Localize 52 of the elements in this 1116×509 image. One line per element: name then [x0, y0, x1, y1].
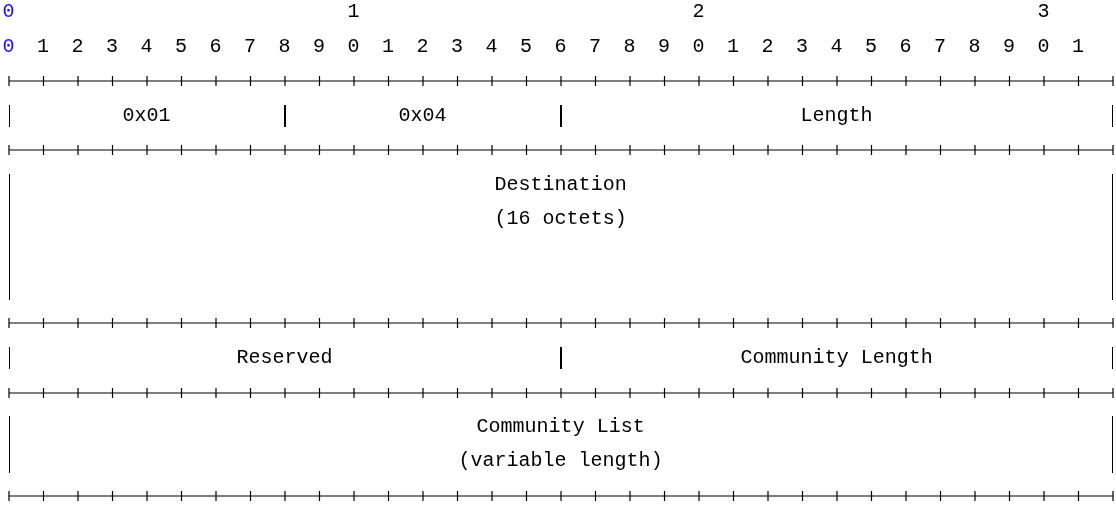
- bit-number: 8: [967, 34, 982, 59]
- bit-number: 2: [691, 0, 706, 24]
- bit-number: 8: [277, 34, 292, 59]
- packet-field: [8, 415, 1113, 474]
- field-label: Length: [800, 102, 873, 129]
- bit-number: 7: [933, 34, 947, 59]
- bit-number: 1: [381, 34, 395, 59]
- bit-number: 5: [519, 34, 533, 59]
- packet-field: [284, 104, 561, 128]
- bit-number: 0: [691, 34, 706, 59]
- field-label: Destination: [494, 171, 627, 198]
- bit-number: 2: [415, 34, 430, 59]
- bit-number: 3: [105, 34, 119, 59]
- bit-number: 4: [139, 34, 154, 59]
- bit-number: 6: [208, 34, 223, 59]
- bit-number: 1: [726, 34, 740, 59]
- field-label: (16 octets): [494, 206, 627, 233]
- bit-number: 3: [795, 34, 809, 59]
- bit-number: 9: [1002, 34, 1016, 59]
- bit-number: 1: [346, 0, 361, 24]
- field-label: Community List: [476, 413, 645, 440]
- bit-number: 7: [243, 34, 257, 59]
- bit-number: 1: [36, 34, 50, 59]
- bit-number: 6: [898, 34, 913, 59]
- packet-field: [8, 346, 561, 370]
- bit-number: 0: [1036, 34, 1051, 59]
- bit-number: 2: [70, 34, 85, 59]
- bit-number: 4: [829, 34, 844, 59]
- bit-number: 3: [1036, 0, 1051, 24]
- bit-number: 5: [864, 34, 878, 59]
- packet-field: [8, 173, 1113, 301]
- bit-number: 5: [174, 34, 188, 59]
- bit-number: 4: [484, 34, 499, 59]
- bit-number: 7: [588, 34, 602, 59]
- bit-number: 2: [760, 34, 775, 59]
- bit-number: 3: [450, 34, 464, 59]
- bit-number: 0: [346, 34, 361, 59]
- bit-number: 8: [622, 34, 637, 59]
- bit-number: 9: [657, 34, 671, 59]
- field-label: (variable length): [458, 448, 663, 475]
- field-label: Reserved: [236, 344, 333, 371]
- bit-number: 0: [1, 34, 16, 59]
- field-label: 0x04: [398, 102, 447, 129]
- field-label: Community Length: [740, 344, 933, 371]
- packet-field: [560, 346, 1113, 370]
- field-label: 0x01: [122, 102, 171, 129]
- packet-field: [8, 104, 285, 128]
- bit-number: 1: [1071, 34, 1085, 59]
- packet-field: [560, 104, 1113, 128]
- bit-number: 0: [1, 0, 16, 24]
- bit-number: 6: [553, 34, 568, 59]
- bit-number: 9: [312, 34, 326, 59]
